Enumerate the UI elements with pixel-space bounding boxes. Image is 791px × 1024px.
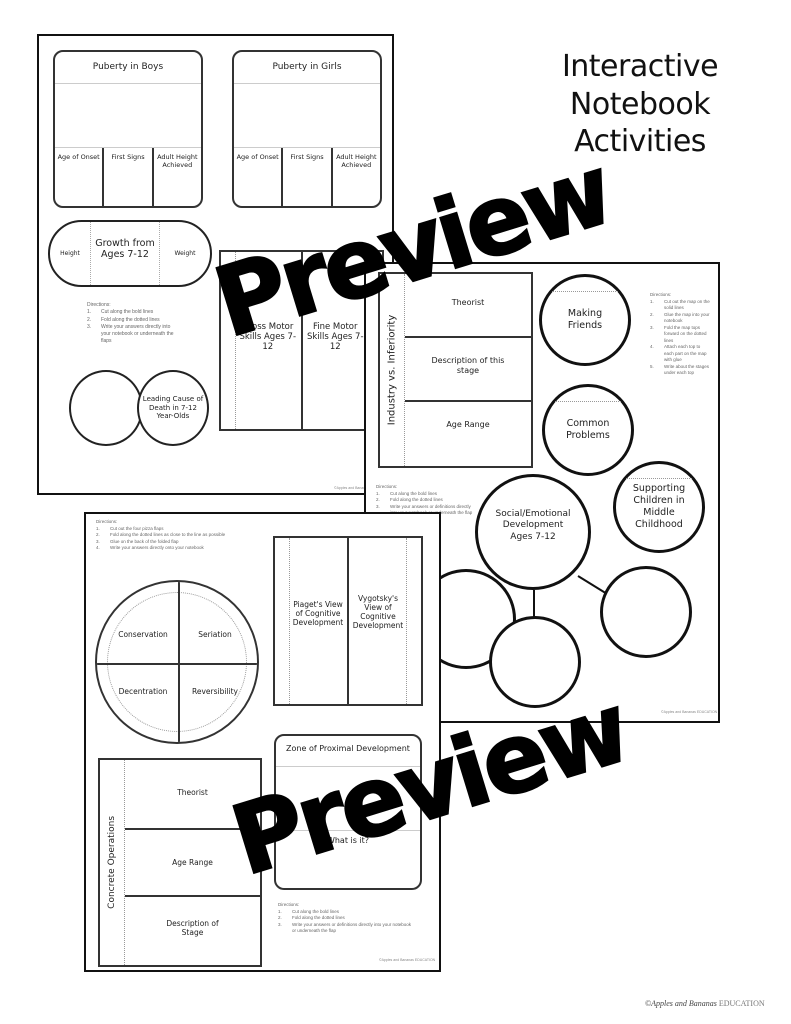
page2-signature: ©Apples and Bananas EDUCATION <box>661 710 718 714</box>
growth-height-label: Height <box>60 249 80 257</box>
industry-inferiority-flap: Industry vs. Inferiority Theorist Descri… <box>378 272 533 468</box>
concrete-theorist-row: Theorist <box>125 760 260 830</box>
worksheet-page-1: Puberty in Boys Age of Onset First Signs… <box>37 34 394 495</box>
piaget-view-label: Piaget's View of Cognitive Development <box>292 600 344 627</box>
headline-line-1: Interactive <box>561 49 719 84</box>
brand-copyright: ©Apples and Bananas EDUCATION <box>645 999 765 1008</box>
supporting-children-circle: Supporting Children in Middle Childhood <box>613 461 705 553</box>
blank-circle-right <box>600 566 692 658</box>
girls-col-first-signs: First Signs <box>283 148 333 206</box>
boys-col-age-onset: Age of Onset <box>55 148 105 206</box>
concrete-description-row: Description of Stage <box>166 919 219 937</box>
pizza-reversibility: Reversibility <box>191 687 238 696</box>
growth-title: Growth from Ages 7-12 <box>90 222 160 285</box>
page1-signature: ©Apples and Bananas EDUCATION <box>334 486 391 490</box>
making-friends-circle: Making Friends <box>539 274 631 366</box>
concrete-age-range-row: Age Range <box>125 830 260 897</box>
page2-directions-right: Directions: 1.Cut out the map on the sol… <box>650 292 710 376</box>
headline-line-2: Notebook <box>569 86 711 122</box>
motor-skills-flap: Gross Motor Skills Ages 7-12 Fine Motor … <box>219 250 384 431</box>
pizza-flaps: Conservation Seriation Decentration Reve… <box>95 580 259 744</box>
page1-directions: Directions: 1.Cut along the bold lines 2… <box>87 302 174 345</box>
boys-col-first-signs: First Signs <box>104 148 154 206</box>
zpd-flap: Zone of Proximal Development What is it? <box>274 734 422 890</box>
vygotsky-view-label: Vygotsky's View of Cognitive Development <box>352 594 404 630</box>
pizza-seriation: Seriation <box>198 630 232 639</box>
gross-motor-label: Gross Motor Skills Ages 7-12 <box>239 322 297 353</box>
theorist-row: Theorist <box>405 274 531 338</box>
leading-cause-flap: Leading Cause of Death in 7-12 Year-Olds <box>69 370 209 446</box>
zpd-title: Zone of Proximal Development <box>286 744 410 753</box>
boys-col-adult-height: Adult Height Achieved <box>157 153 198 169</box>
age-range-row: Age Range <box>446 420 490 429</box>
puberty-boys-title: Puberty in Boys <box>92 62 164 72</box>
worksheet-page-3: Directions: 1.Cut out the four pizza fla… <box>84 512 441 972</box>
zpd-question: What is it? <box>326 836 370 845</box>
brand-name: ©Apples and Bananas <box>645 999 717 1008</box>
pizza-conservation: Conservation <box>118 630 168 639</box>
page3-signature: ©Apples and Bananas EDUCATION <box>379 958 436 962</box>
headline-line-3: Activities <box>574 124 706 159</box>
leading-cause-label: Leading Cause of Death in 7-12 Year-Olds <box>142 395 204 421</box>
blank-circle-bottom <box>489 616 581 708</box>
puberty-boys-flap: Puberty in Boys Age of Onset First Signs… <box>53 50 203 208</box>
common-problems-circle: Common Problems <box>542 384 634 476</box>
girls-col-age-onset: Age of Onset <box>234 148 284 206</box>
concrete-operations-flap: Concrete Operations Theorist Age Range D… <box>98 758 262 967</box>
headline: Interactive Notebook Activities <box>540 48 740 161</box>
puberty-girls-flap: Puberty in Girls Age of Onset First Sign… <box>232 50 382 208</box>
page3-directions-top: Directions: 1.Cut out the four pizza fla… <box>96 519 226 551</box>
fine-motor-label: Fine Motor Skills Ages 7-12 <box>306 322 364 353</box>
cognitive-views-flap: Piaget's View of Cognitive Development V… <box>273 536 423 706</box>
concrete-side-label: Concrete Operations <box>106 816 117 909</box>
puberty-girls-title: Puberty in Girls <box>272 62 342 72</box>
growth-weight-label: Weight <box>174 249 196 257</box>
growth-oval: Height Growth from Ages 7-12 Weight <box>48 220 212 287</box>
description-row: Description of this stage <box>405 338 531 402</box>
girls-col-adult-height: Adult Height Achieved <box>336 153 377 169</box>
social-emotional-center-circle: Social/Emotional Development Ages 7-12 <box>475 474 591 590</box>
page3-directions-bottom: Directions: 1.Cut along the bold lines 2… <box>278 902 411 934</box>
pizza-decentration: Decentration <box>118 687 168 696</box>
brand-suffix: EDUCATION <box>718 999 765 1008</box>
